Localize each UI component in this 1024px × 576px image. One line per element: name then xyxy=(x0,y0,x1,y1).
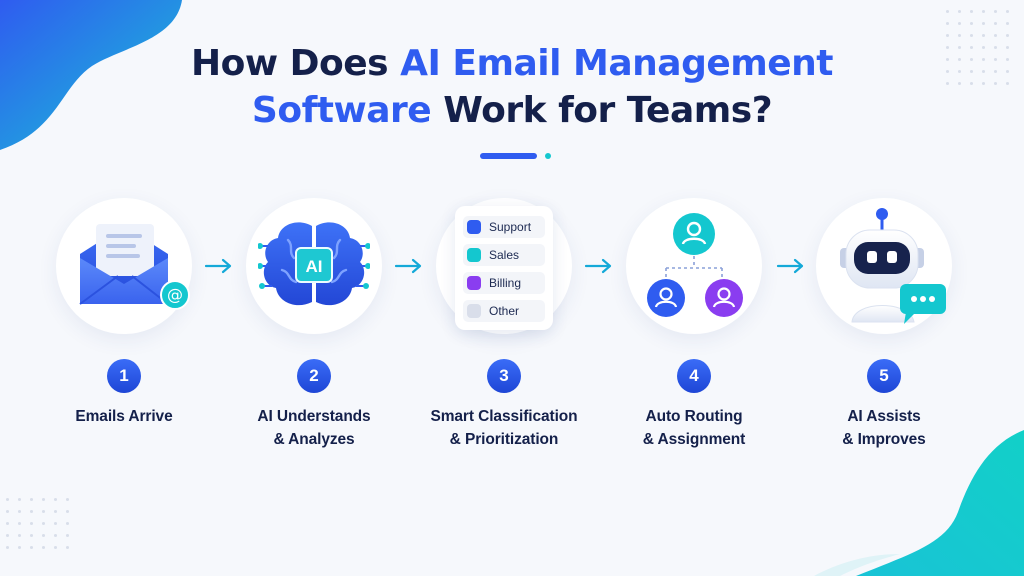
step-label: Smart Classification & Prioritization xyxy=(430,408,578,448)
category-color-swatch xyxy=(467,304,481,318)
step-number: 2 xyxy=(297,359,331,393)
step-label: Auto Routing & Assignment xyxy=(642,408,746,448)
step-label: AI Assists & Improves xyxy=(842,408,926,448)
top-left-blob xyxy=(0,0,182,150)
title-underline xyxy=(480,153,551,159)
bottom-right-blob xyxy=(814,430,1024,576)
step-number: 1 xyxy=(107,359,141,393)
step-2-icon-circle: AI xyxy=(246,198,382,334)
ai-chip-label: AI xyxy=(305,257,323,276)
category-item: Other xyxy=(463,300,545,322)
step-5-icon-circle xyxy=(816,198,952,334)
category-label: Sales xyxy=(489,248,520,262)
step-1-icon-circle: @ xyxy=(56,198,192,334)
category-color-swatch xyxy=(467,248,481,262)
category-item: Support xyxy=(463,216,545,238)
category-color-swatch xyxy=(467,220,481,234)
arrow-right-icon xyxy=(394,258,422,274)
category-item: Billing xyxy=(463,272,545,294)
category-label: Support xyxy=(489,220,532,234)
arrow-right-icon xyxy=(204,258,232,274)
dot-pattern-top-right xyxy=(946,10,1009,85)
category-label: Billing xyxy=(489,276,522,290)
step-number: 5 xyxy=(867,359,901,393)
category-color-swatch xyxy=(467,276,481,290)
at-sign-icon: @ xyxy=(160,280,190,310)
step-4-icon-circle xyxy=(626,198,762,334)
envelope-icon xyxy=(79,224,169,305)
category-item: Sales xyxy=(463,244,545,266)
title-line-1: How Does AI Email Management xyxy=(190,43,834,84)
step-number: 4 xyxy=(677,359,711,393)
page-title: How Does AI Email Management Software Wo… xyxy=(0,40,1024,134)
title-line-2: Software Work for Teams? xyxy=(251,90,773,131)
step-label: Emails Arrive xyxy=(75,408,173,425)
brain-icon xyxy=(258,222,370,306)
step-label: AI Understands & Analyzes xyxy=(257,408,371,448)
arrow-right-icon xyxy=(584,258,612,274)
routing-hierarchy-icon xyxy=(647,213,743,317)
arrow-right-icon xyxy=(776,258,804,274)
category-label: Other xyxy=(489,304,520,318)
robot-assistant-icon xyxy=(840,208,946,324)
category-card: Support Sales Billing Other xyxy=(455,206,553,330)
step-number: 3 xyxy=(487,359,521,393)
dot-pattern-bottom-left xyxy=(6,498,69,549)
